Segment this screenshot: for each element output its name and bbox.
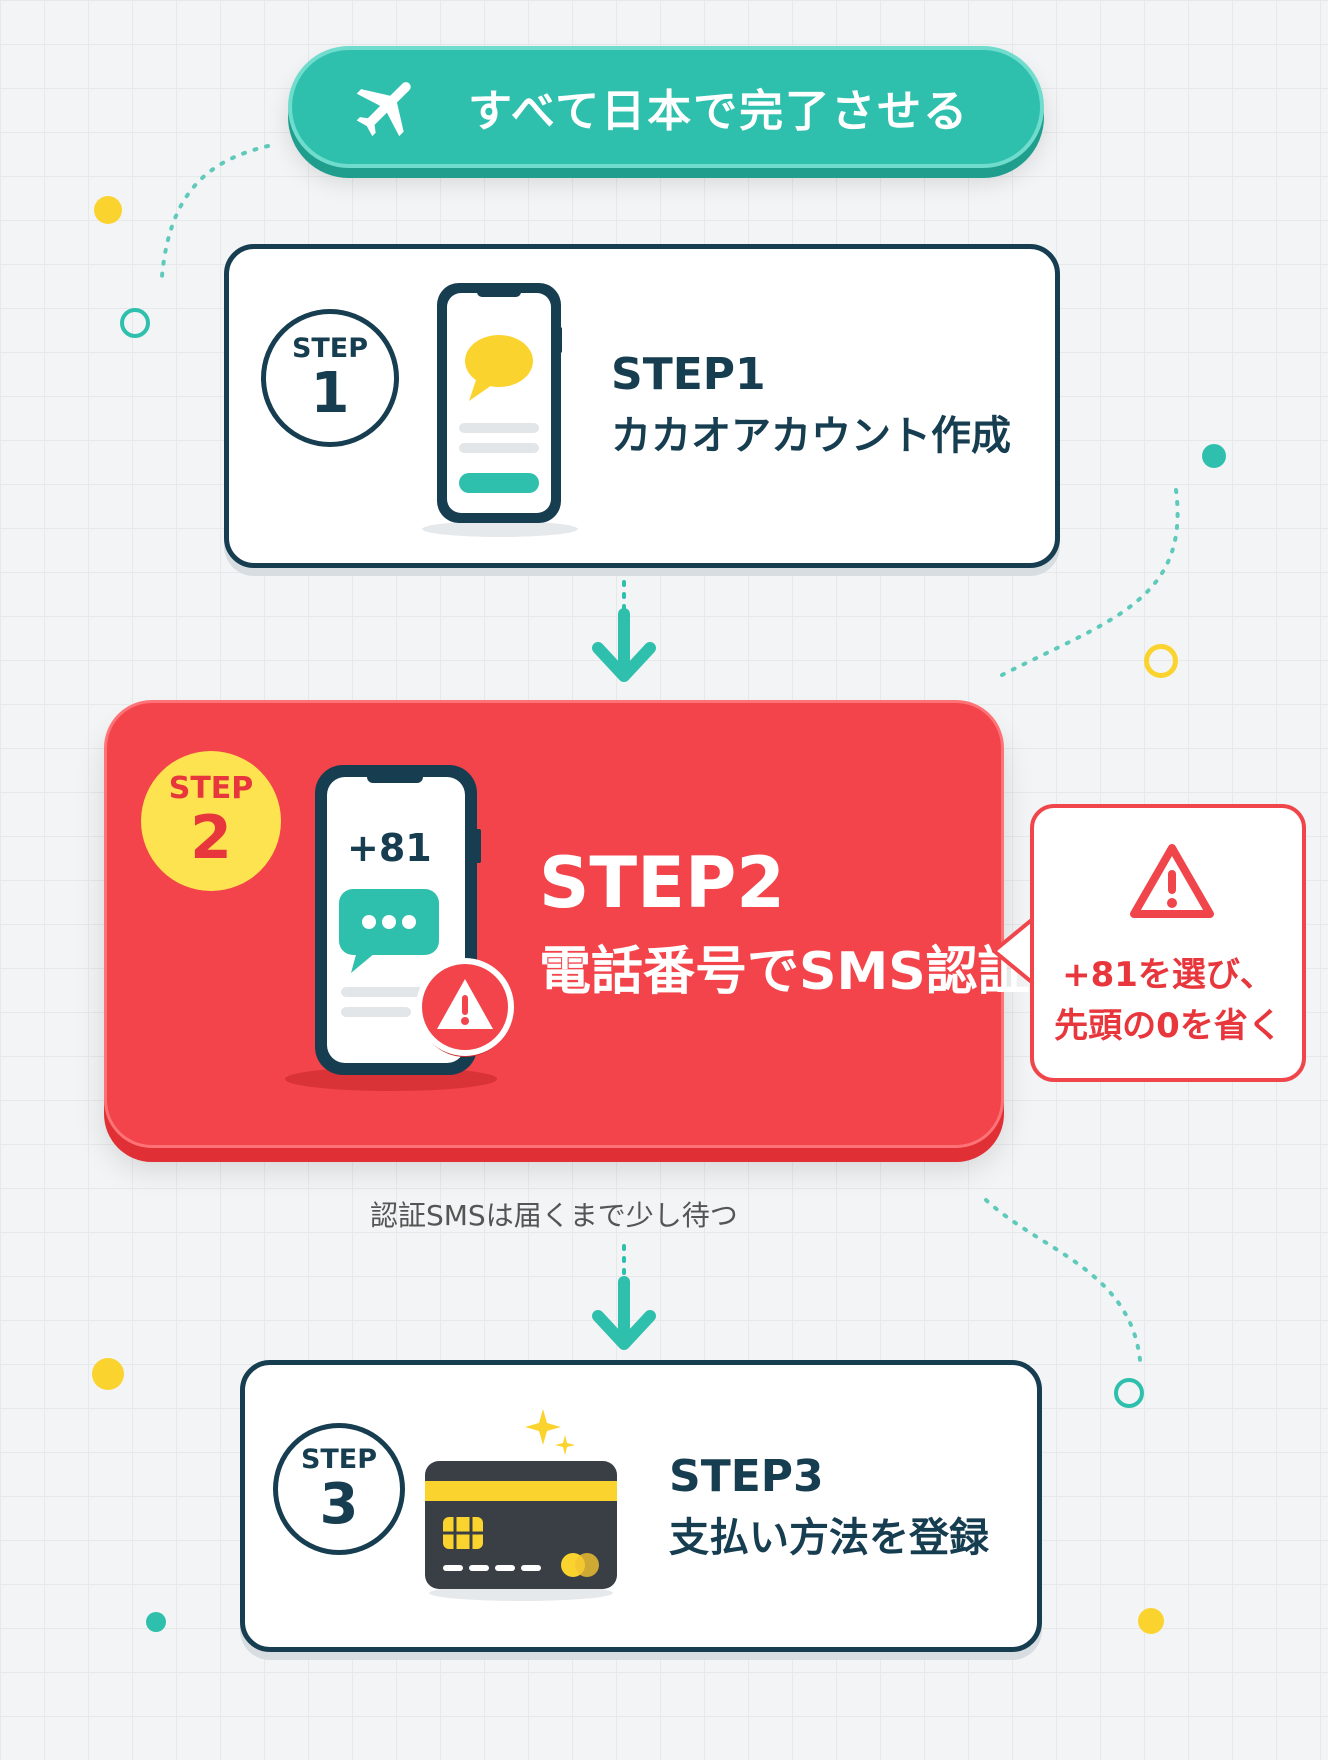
step1-card: STEP 1 STEP1 カカオアカウント作成 [224,244,1060,568]
decor-dot [94,196,122,224]
callout-line2: 先頭の0を省く [1054,1006,1282,1046]
header-title: すべて日本で完了させる [468,86,970,137]
step2-badge-number: 2 [190,803,232,873]
phone-chat-icon [422,283,578,537]
decor-ring [1144,644,1178,678]
step1-badge-label: STEP [291,332,369,364]
decor-ring [120,308,150,338]
credit-card-icon [425,1409,617,1601]
step3-badge: STEP 3 [273,1423,405,1555]
step3-badge-number: 3 [319,1471,359,1537]
decor-dot [1138,1608,1164,1634]
header-banner: すべて日本で完了させる [288,46,1044,168]
decor-dot [1202,444,1226,468]
step2-heading: STEP2 [539,842,785,924]
arrow-down-icon [592,608,656,682]
phone-code: +81 [347,826,432,870]
step1-badge: STEP 1 [261,309,399,447]
step3-card: STEP 3 STEP3 支払い方法を登録 [240,1360,1042,1652]
step3-heading: STEP3 [669,1451,824,1502]
step2-title: STEP2 電話番号でSMS認証 [539,833,1030,1010]
step1-badge-number: 1 [310,360,350,426]
warning-badge-icon [416,958,514,1057]
note-text: 認証SMSは届くまで少し待つ [370,1199,738,1232]
step2-badge-label: STEP [168,771,254,806]
callout-line1: +81を選び、 [1062,955,1274,995]
step3-badge-label: STEP [300,1443,378,1475]
step2-subtitle: 電話番号でSMS認証 [539,941,1030,1002]
decor-ring [1114,1378,1144,1408]
airplane-icon [356,82,411,137]
step3-subtitle: 支払い方法を登録 [669,1514,989,1561]
callout-text: +81を選び、 先頭の0を省く [1034,950,1302,1052]
step3-title: STEP3 支払い方法を登録 [669,1445,989,1567]
arrow-down-icon [592,1276,656,1350]
step1-subtitle: カカオアカウント作成 [611,412,1011,459]
warning-icon [1130,844,1214,918]
step1-title: STEP1 カカオアカウント作成 [611,343,1011,465]
decor-dot [92,1358,124,1390]
step2-card: STEP 2 +81 STEP2 電話番号でSMS認証 [104,700,1030,1148]
warning-callout: +81を選び、 先頭の0を省く [1030,804,1306,1082]
step1-heading: STEP1 [611,349,766,400]
step2-badge: STEP 2 [141,751,281,891]
decor-dot [146,1612,166,1632]
